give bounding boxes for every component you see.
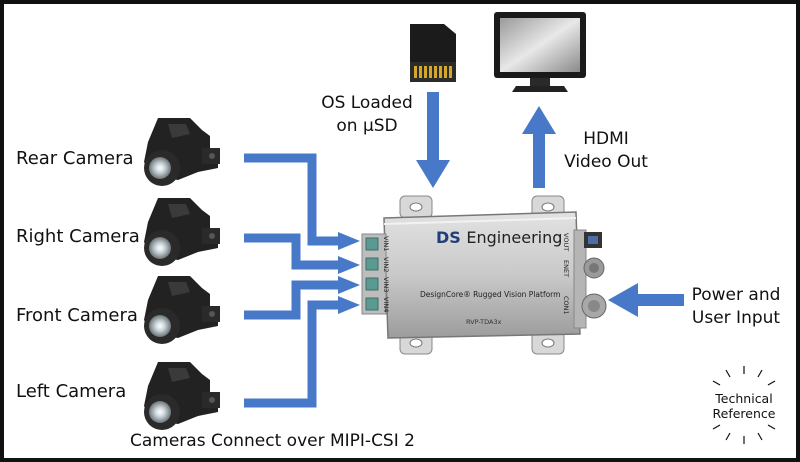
camera-label-right: Right Camera [16, 226, 140, 247]
camera-right-icon [144, 198, 220, 266]
power-label-line1: Power and [691, 285, 781, 305]
rear-camera-arrow [244, 153, 340, 246]
camera-label-left: Left Camera [16, 381, 127, 402]
badge-text: Technical Reference [704, 391, 784, 421]
device-brand-logo: DS [436, 228, 461, 247]
port-label-con1: CON1 [562, 296, 570, 315]
vin-connectors [365, 237, 379, 311]
camera-left-icon [144, 362, 220, 430]
port-label-enet: ENET [562, 260, 570, 278]
os-label: OS Loaded on µSD [312, 92, 422, 138]
power-label-line2: User Input [691, 308, 781, 328]
vision-platform-device [361, 195, 607, 355]
port-label-vout: VOUT [562, 233, 570, 252]
camera-rear-icon [144, 118, 220, 186]
hdmi-label-line1: HDMI [583, 129, 629, 149]
technical-reference-badge [712, 366, 776, 444]
camera-label-rear: Rear Camera [16, 148, 134, 169]
monitor-icon [494, 12, 586, 92]
right-camera-arrow [244, 233, 340, 270]
front-camera-arrow [244, 280, 340, 320]
hdmi-arrow [522, 106, 556, 188]
camera-label-front: Front Camera [16, 305, 138, 326]
power-arrow [608, 283, 684, 317]
power-label: Power and User Input [684, 284, 788, 330]
left-camera-arrow [244, 300, 340, 408]
port-label-vin3: VIN3 [382, 277, 390, 293]
os-arrow [416, 92, 450, 188]
os-label-line1: OS Loaded [321, 93, 413, 113]
os-label-line2: on µSD [336, 116, 398, 136]
microsd-card-icon [410, 24, 456, 82]
badge-line2: Reference [712, 406, 776, 421]
device-brand: DS Engineering [436, 228, 562, 247]
port-label-vin2: VIN2 [382, 257, 390, 273]
camera-front-icon [144, 276, 220, 344]
device-product-name: DesignCore® Rugged Vision Platform [420, 290, 561, 299]
badge-line1: Technical [715, 391, 773, 406]
device-model: RVP-TDA3x [466, 318, 502, 326]
hdmi-label-line2: Video Out [564, 152, 648, 172]
bottom-caption: Cameras Connect over MIPI-CSI 2 [130, 431, 415, 451]
port-label-vin1: VIN1 [382, 236, 390, 252]
camera-connection-arrows [244, 153, 340, 408]
device-brand-name: Engineering [466, 228, 563, 247]
hdmi-label: HDMI Video Out [558, 128, 654, 174]
camera-arrowheads [338, 232, 360, 314]
port-label-vin4: VIN4 [382, 297, 390, 313]
